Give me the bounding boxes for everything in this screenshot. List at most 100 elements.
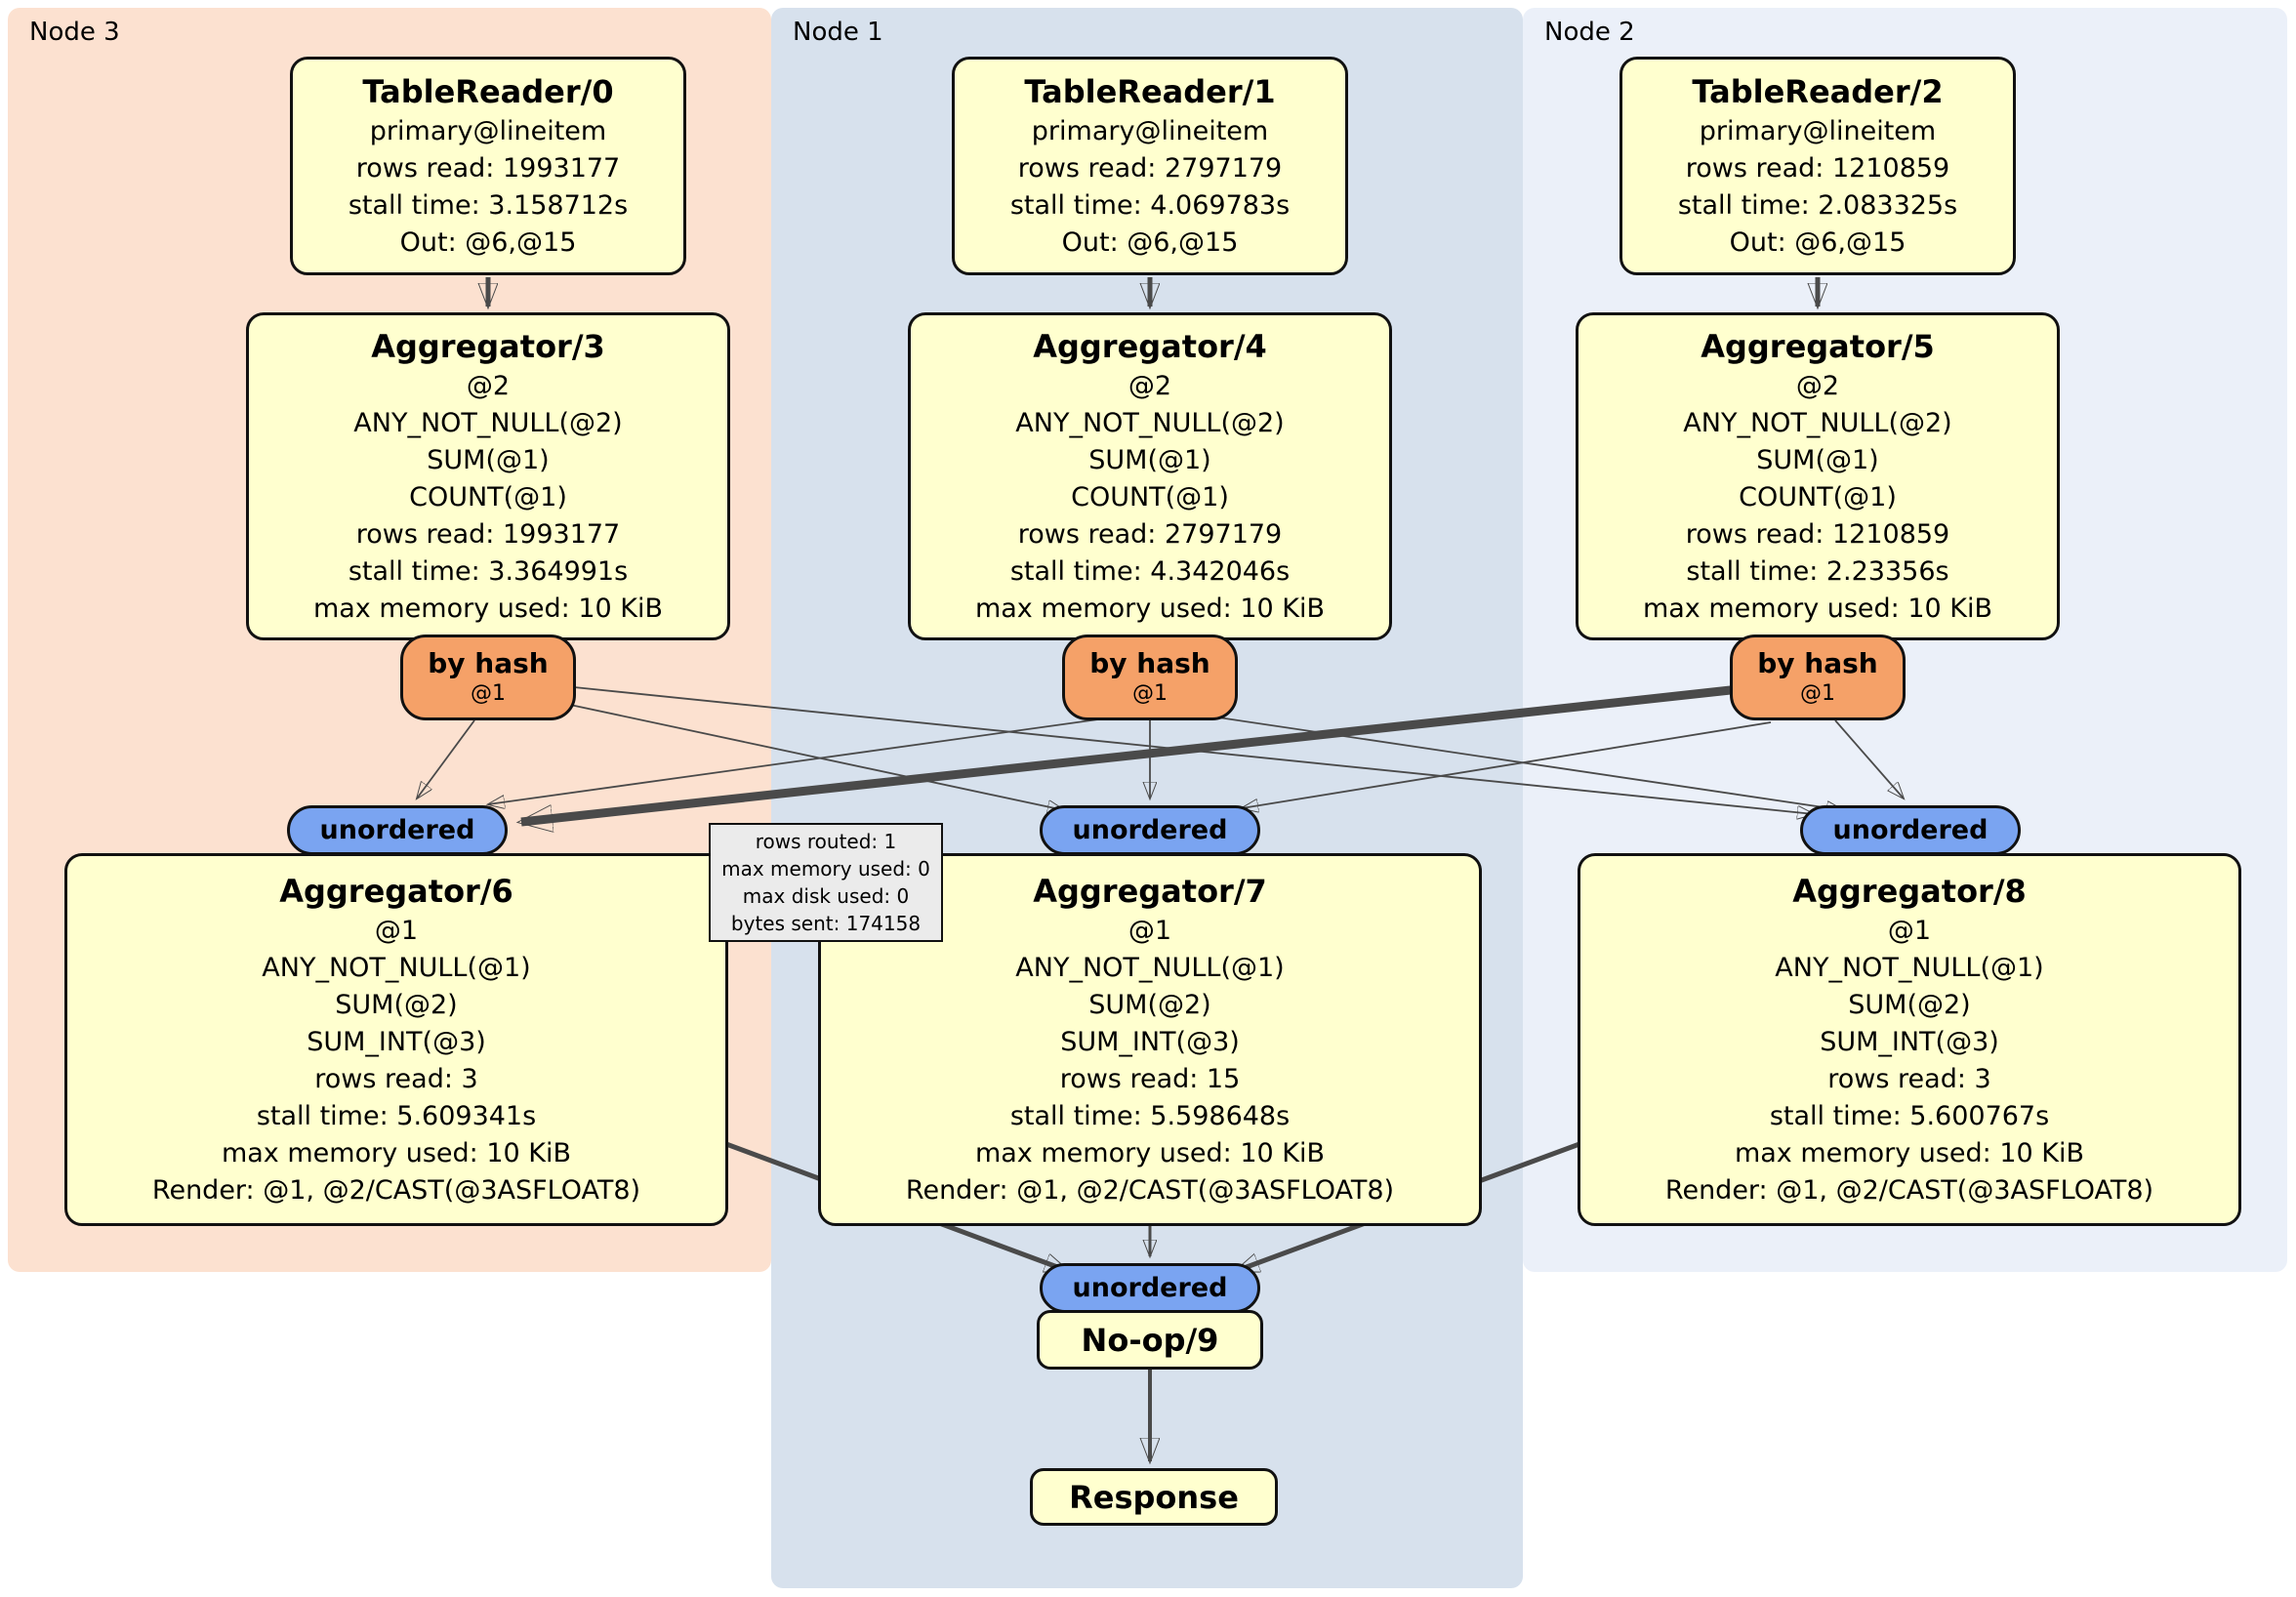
router-key: @1	[1800, 681, 1835, 706]
stat-line: Render: @1, @2/CAST(@3ASFLOAT8)	[151, 1175, 641, 1206]
stat-line: COUNT(@1)	[1739, 482, 1897, 512]
processor-noop-9[interactable]: No-op/9	[1037, 1310, 1263, 1370]
processor-title: Aggregator/5	[1701, 328, 1935, 365]
stat-line: primary@lineitem	[369, 116, 607, 146]
router-byhash-node3[interactable]: by hash @1	[400, 635, 576, 720]
sync-unordered-node3[interactable]: unordered	[287, 805, 508, 855]
stat-line: Out: @6,@15	[1061, 227, 1239, 258]
sync-unordered-node2[interactable]: unordered	[1800, 805, 2021, 855]
stat-line: ANY_NOT_NULL(@1)	[1775, 953, 2044, 983]
stat-line: max disk used: 0	[742, 884, 910, 908]
processor-title: Aggregator/6	[279, 873, 513, 910]
sync-label: unordered	[1072, 1273, 1228, 1303]
response-node[interactable]: Response	[1030, 1468, 1278, 1526]
stat-line: Render: @1, @2/CAST(@3ASFLOAT8)	[905, 1175, 1395, 1206]
stat-line: stall time: 2.083325s	[1677, 190, 1958, 221]
stat-line: max memory used: 10 KiB	[312, 594, 664, 624]
stat-line: primary@lineitem	[1699, 116, 1937, 146]
stat-line: stall time: 2.23356s	[1686, 556, 1949, 587]
stat-line: COUNT(@1)	[409, 482, 567, 512]
stat-line: SUM(@1)	[1088, 445, 1211, 475]
stat-line: rows read: 15	[1059, 1064, 1241, 1094]
stat-line: stall time: 5.600767s	[1769, 1101, 2050, 1131]
stat-line: SUM(@2)	[1848, 990, 1971, 1020]
edge-byhash5-unordered-n1[interactable]	[1242, 721, 1772, 808]
stat-line: SUM(@2)	[1088, 990, 1211, 1020]
sync-unordered-final[interactable]: unordered	[1040, 1263, 1260, 1313]
stat-line: @1	[1128, 916, 1172, 946]
router-byhash-node1[interactable]: by hash @1	[1062, 635, 1238, 720]
panel-node3-label: Node 3	[29, 18, 120, 47]
stat-line: SUM(@1)	[427, 445, 550, 475]
stat-line: bytes sent: 174158	[730, 912, 922, 935]
router-label: by hash	[428, 647, 549, 679]
stat-line: rows read: 1993177	[355, 519, 621, 550]
processor-stats: primary@lineitem rows read: 1210859 stall …	[1678, 113, 1957, 262]
edge-byhash3-unordered-n3[interactable]	[417, 719, 475, 798]
stat-line: stall time: 4.069783s	[1009, 190, 1291, 221]
router-key: @1	[471, 681, 506, 706]
stat-line: rows read: 2797179	[1017, 519, 1283, 550]
stat-line: ANY_NOT_NULL(@1)	[1015, 953, 1285, 983]
router-label: by hash	[1089, 647, 1210, 679]
processor-stats: primary@lineitem rows read: 1993177 stall …	[348, 113, 628, 262]
stat-line: max memory used: 10 KiB	[1642, 594, 1993, 624]
edge-byhash5-unordered-n3[interactable]	[521, 682, 1758, 822]
sync-label: unordered	[319, 815, 475, 845]
edge-byhash3-unordered-n1[interactable]	[569, 704, 1064, 810]
stat-line: @1	[374, 916, 419, 946]
stat-line: max memory used: 10 KiB	[221, 1138, 572, 1168]
processor-title: Aggregator/7	[1033, 873, 1267, 910]
stat-line: stall time: 3.364991s	[348, 556, 629, 587]
sync-unordered-node1[interactable]: unordered	[1040, 805, 1260, 855]
stat-line: COUNT(@1)	[1071, 482, 1229, 512]
stat-line: SUM(@2)	[335, 990, 458, 1020]
stat-line: stall time: 3.158712s	[348, 190, 629, 221]
router-label: by hash	[1757, 647, 1878, 679]
stat-line: @2	[1795, 371, 1840, 401]
stat-line: Out: @6,@15	[399, 227, 577, 258]
panel-node1-label: Node 1	[793, 18, 883, 47]
stat-line: rows read: 1993177	[355, 153, 621, 184]
processor-title: TableReader/0	[362, 73, 614, 110]
processor-title: Aggregator/4	[1033, 328, 1267, 365]
stat-line: max memory used: 10 KiB	[1734, 1138, 2085, 1168]
stat-line: max memory used: 10 KiB	[974, 594, 1326, 624]
processor-title: Aggregator/8	[1792, 873, 2027, 910]
stat-line: ANY_NOT_NULL(@2)	[1015, 408, 1285, 438]
edge-byhash4-unordered-n3[interactable]	[488, 717, 1106, 804]
stat-line: rows routed: 1	[755, 830, 897, 853]
stat-line: SUM(@1)	[1756, 445, 1879, 475]
processor-title: TableReader/1	[1024, 73, 1276, 110]
stat-line: ANY_NOT_NULL(@2)	[353, 408, 623, 438]
router-byhash-node2[interactable]: by hash @1	[1730, 635, 1906, 720]
stat-line: rows read: 1210859	[1685, 153, 1950, 184]
router-key: @1	[1132, 681, 1168, 706]
stat-line: SUM_INT(@3)	[1060, 1027, 1240, 1057]
processor-tablereader-0[interactable]: TableReader/0 primary@lineitem rows read:…	[290, 57, 686, 275]
stat-line: rows read: 3	[314, 1064, 478, 1094]
processor-title: Aggregator/3	[371, 328, 605, 365]
stat-line: primary@lineitem	[1031, 116, 1269, 146]
sync-label: unordered	[1072, 815, 1228, 845]
stat-line: ANY_NOT_NULL(@2)	[1683, 408, 1952, 438]
stat-line: Render: @1, @2/CAST(@3ASFLOAT8)	[1664, 1175, 2154, 1206]
edge-byhash5-unordered-n2[interactable]	[1834, 719, 1904, 798]
response-title: Response	[1069, 1478, 1239, 1516]
